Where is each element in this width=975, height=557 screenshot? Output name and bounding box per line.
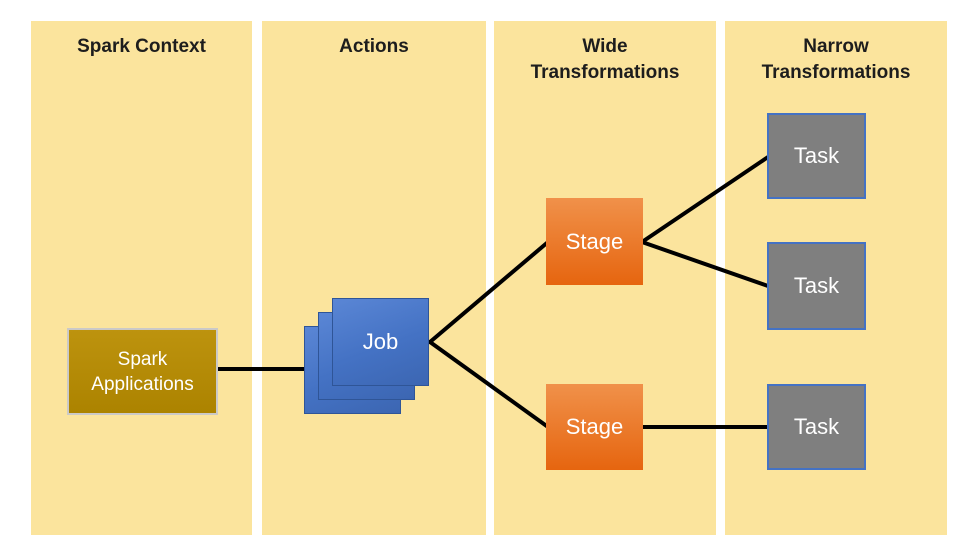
- column-header-narrow-transformations: Narrow Transformations: [761, 36, 911, 83]
- node-job: Job: [332, 298, 429, 386]
- node-job-label: Job: [362, 329, 399, 354]
- node-task-top: Task: [767, 113, 866, 199]
- column-actions: Actions: [262, 21, 486, 535]
- node-spark-applications: Spark Applications: [67, 328, 218, 415]
- node-stage-bottom: Stage: [546, 384, 643, 470]
- node-stage-bottom-label: Stage: [565, 414, 624, 439]
- connector-job-to-stage-top: [428, 240, 550, 344]
- node-task-top-label: Task: [793, 143, 840, 168]
- connector-job-to-stage-bottom: [428, 340, 550, 429]
- node-task-bottom: Task: [767, 384, 866, 470]
- node-stage-top-label: Stage: [565, 228, 624, 254]
- node-task-middle-label: Task: [793, 273, 840, 298]
- column-header-wide-transformations: Wide Transformations: [530, 36, 680, 83]
- column-header-actions: Actions: [339, 36, 409, 57]
- connector-stagetop-to-task-top: [640, 155, 770, 244]
- column-spark-context: Spark Context: [31, 21, 252, 535]
- column-header-spark-context: Spark Context: [77, 36, 206, 57]
- node-task-bottom-label: Task: [793, 414, 840, 439]
- node-spark-applications-label: Spark Applications: [91, 348, 194, 395]
- node-task-middle: Task: [767, 242, 866, 330]
- connector-stagetop-to-task-middle: [640, 240, 770, 288]
- node-stage-top: Stage: [546, 198, 643, 285]
